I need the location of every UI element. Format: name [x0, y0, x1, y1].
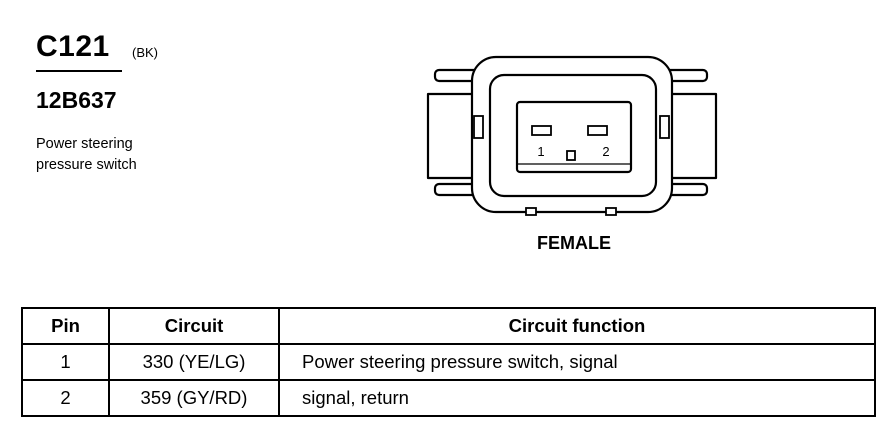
view-label: FEMALE [537, 233, 611, 253]
circuit-cell: 359 (GY/RD) [108, 379, 280, 417]
keying-notch [566, 150, 576, 161]
connector-color-code: (BK) [132, 45, 158, 60]
part-number: 12B637 [36, 87, 117, 113]
connector-face-diagram: 1 2 [426, 55, 718, 216]
pin-label-2: 2 [602, 144, 609, 159]
terminal-2 [587, 125, 608, 136]
left-detent [473, 115, 484, 139]
function-cell: signal, return [278, 379, 876, 417]
pinout-table: Pin Circuit Circuit function 1 330 (YE/L… [21, 307, 876, 417]
table-row: 1 330 (YE/LG) Power steering pressure sw… [21, 343, 876, 381]
connector-description: Power steering pressure switch [36, 134, 256, 176]
connector-id-underline [36, 70, 122, 72]
table-row: 2 359 (GY/RD) signal, return [21, 379, 876, 417]
bottom-peg-left [525, 207, 537, 216]
connector-id: C121 [36, 30, 110, 63]
function-cell: Power steering pressure switch, signal [278, 343, 876, 381]
description-line: Power steering [36, 136, 133, 152]
pin-label-1: 1 [537, 144, 544, 159]
bottom-peg-right [605, 207, 617, 216]
column-header-function: Circuit function [278, 307, 876, 345]
right-detent [659, 115, 670, 139]
circuit-cell: 330 (YE/LG) [108, 343, 280, 381]
description-line: pressure switch [36, 157, 137, 173]
table-header-row: Pin Circuit Circuit function [21, 307, 876, 345]
terminal-cavity-block [515, 100, 633, 174]
pin-cell: 1 [21, 343, 110, 381]
column-header-pin: Pin [21, 307, 110, 345]
terminal-1 [531, 125, 552, 136]
pin-cell: 2 [21, 379, 110, 417]
column-header-circuit: Circuit [108, 307, 280, 345]
